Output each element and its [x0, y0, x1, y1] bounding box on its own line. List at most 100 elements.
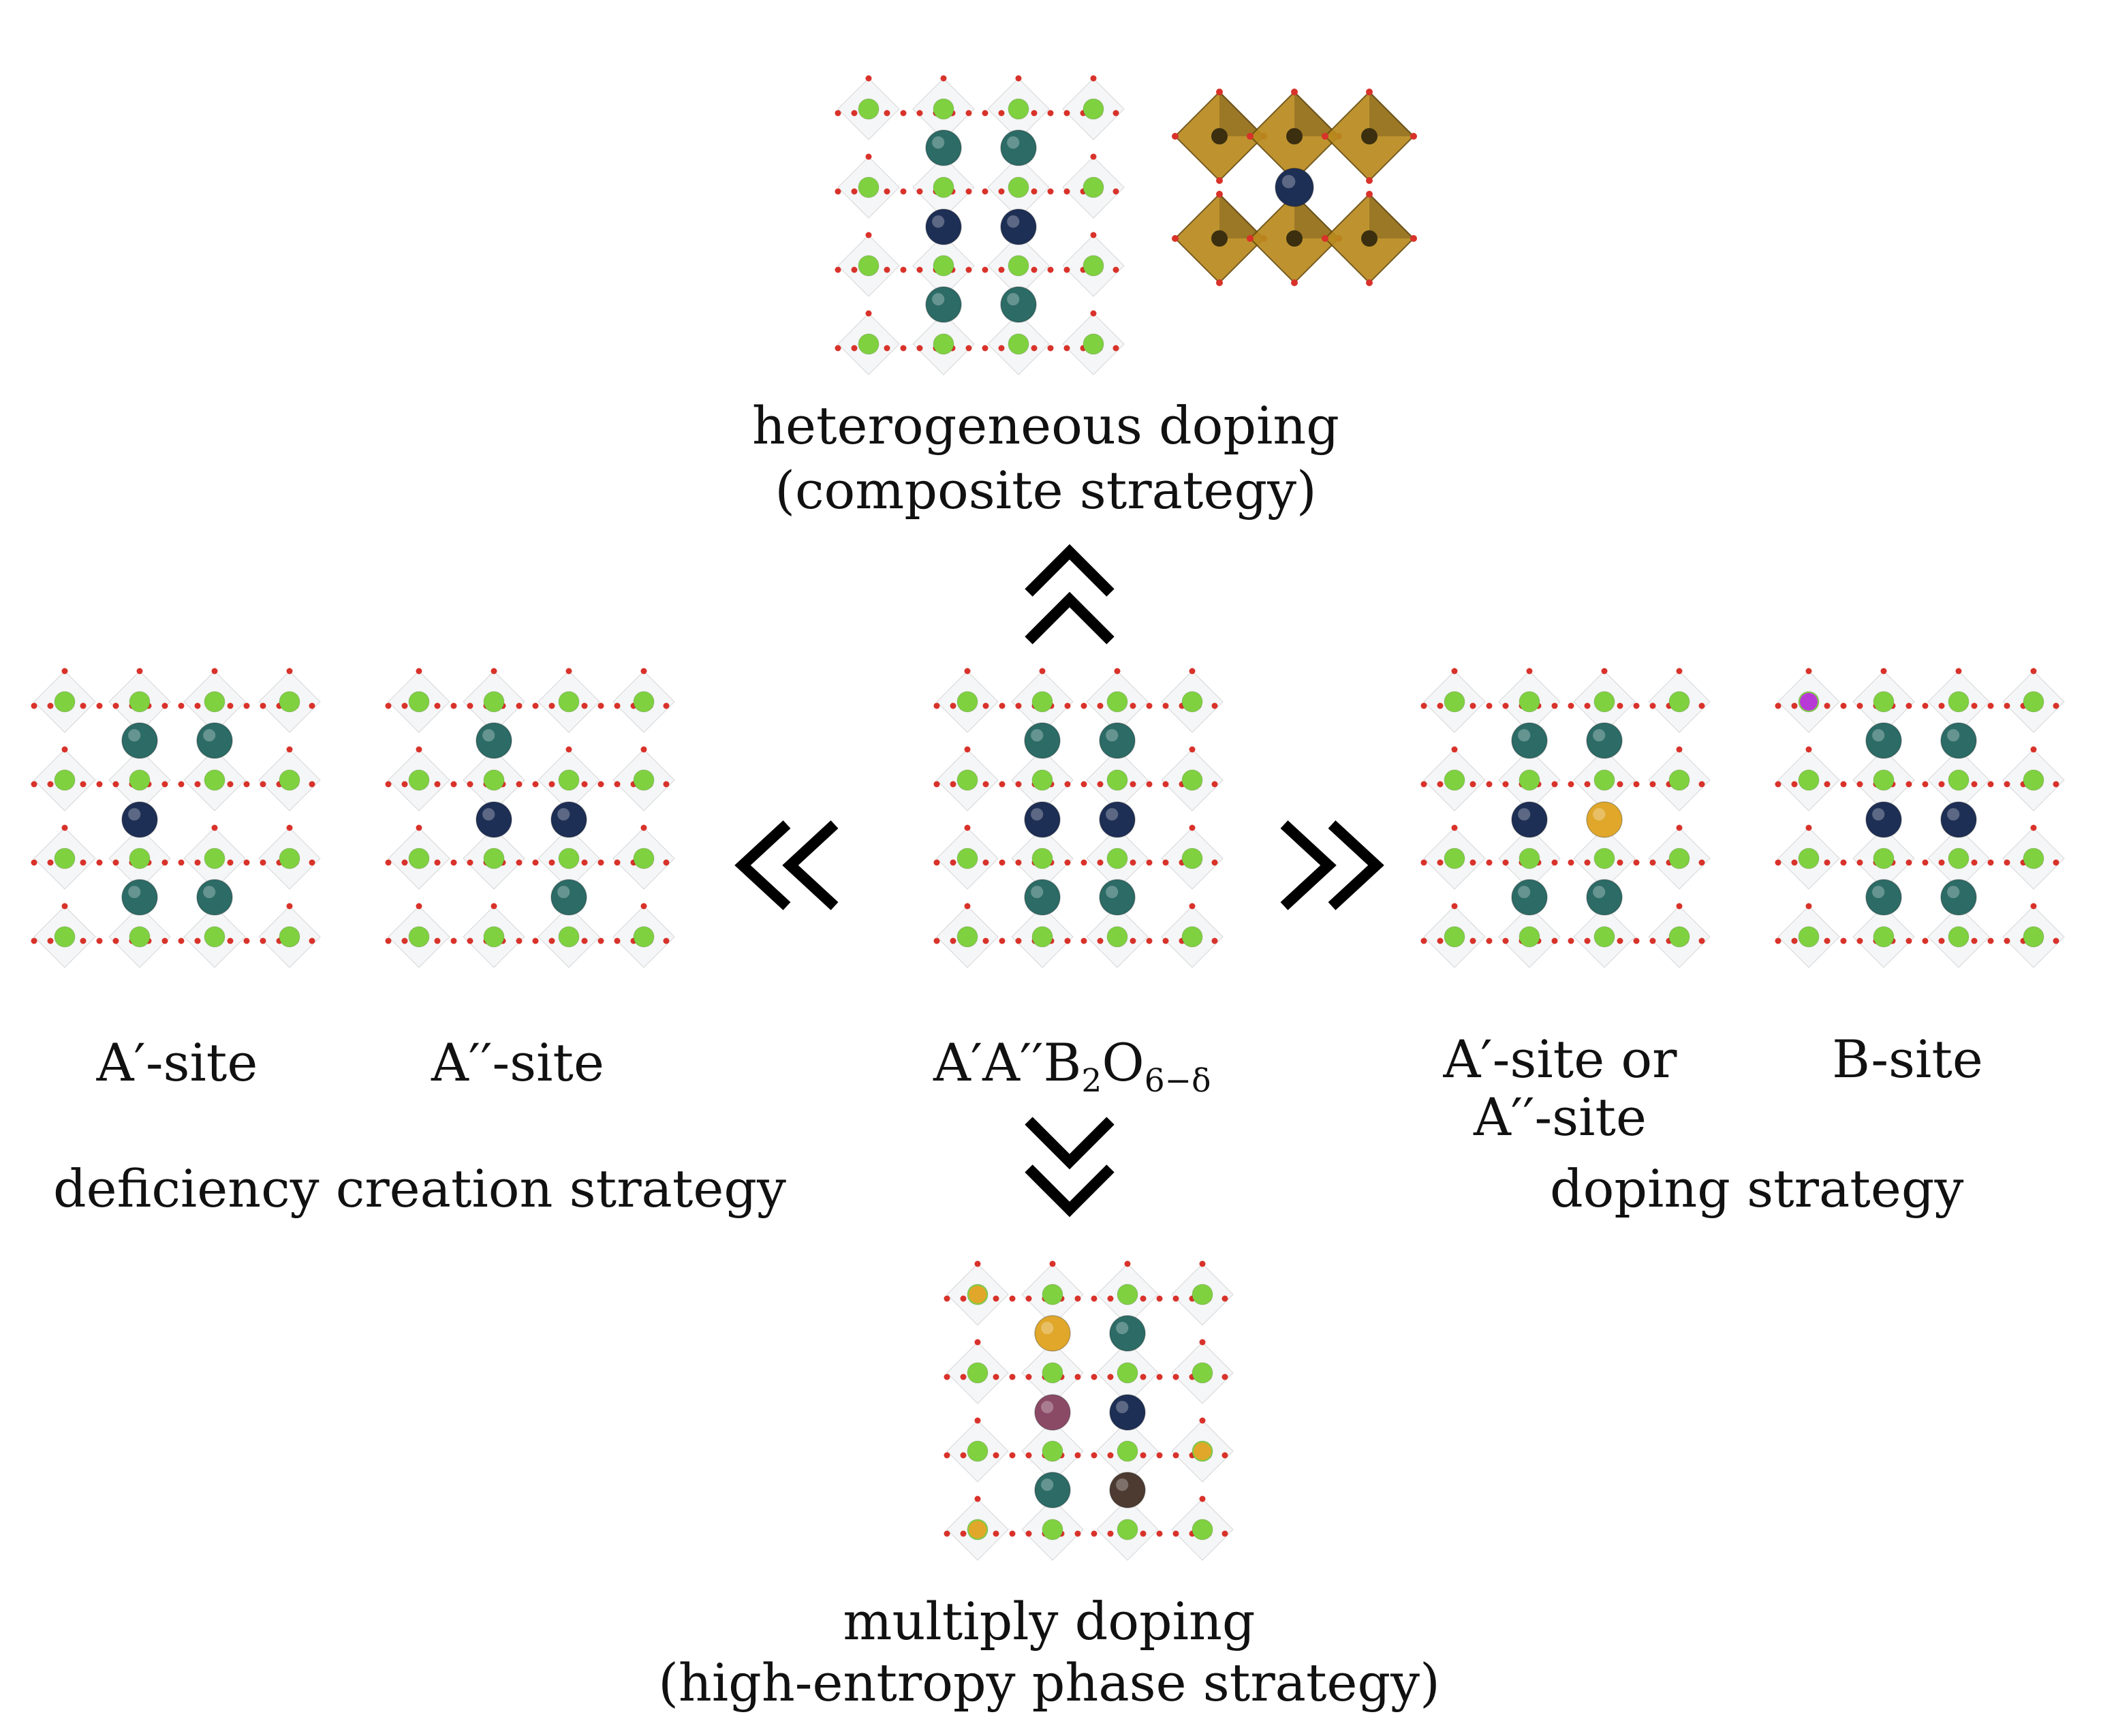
oxygen-atom	[1805, 903, 1812, 910]
oxygen-atom	[1189, 824, 1196, 831]
oxygen-atom	[227, 859, 234, 866]
oxygen-atom	[2030, 746, 2037, 753]
oxygen-atom	[1172, 235, 1179, 242]
b-site-atom	[1042, 1519, 1063, 1540]
oxygen-atom	[1568, 702, 1574, 709]
right-label-a-line2: A′′-site	[1474, 1087, 1647, 1147]
b-site-atom	[408, 926, 430, 948]
oxygen-atom	[1366, 279, 1373, 286]
top-title-line2: (composite strategy)	[775, 460, 1317, 521]
oxygen-atom	[614, 702, 621, 709]
a-site-atom	[1865, 879, 1902, 916]
oxygen-atom	[1172, 133, 1179, 140]
oxygen-atom	[581, 859, 588, 866]
b-site-atom	[1192, 1284, 1213, 1305]
oxygen-atom	[1064, 937, 1071, 944]
a-site-atom	[1099, 722, 1136, 759]
oxygen-atom	[1676, 746, 1683, 753]
oxygen-atom	[47, 859, 54, 866]
oxygen-atom	[900, 110, 907, 117]
a-site-atom	[1024, 801, 1061, 838]
oxygen-atom	[1469, 937, 1476, 944]
oxygen-atom	[964, 668, 971, 675]
oxygen-atom	[309, 937, 315, 944]
oxygen-atom	[1080, 859, 1087, 866]
oxygen-atom	[286, 668, 293, 675]
oxygen-atom	[998, 110, 1005, 117]
oxygen-atom	[1247, 235, 1254, 242]
oxygen-atom	[597, 702, 604, 709]
oxygen-atom	[1172, 1452, 1179, 1459]
oxygen-atom	[1437, 859, 1444, 866]
oxygen-atom	[1124, 1260, 1131, 1267]
structure-right-b	[1771, 654, 2071, 974]
oxygen-atom	[1633, 859, 1640, 866]
oxygen-atom	[1221, 1452, 1228, 1459]
b-site-atom	[279, 769, 300, 791]
oxygen-atom	[1775, 781, 1781, 788]
oxygen-atom	[1140, 1452, 1147, 1459]
oxygen-atom	[933, 859, 940, 866]
oxygen-atom	[1856, 859, 1863, 866]
structure-svg	[944, 1260, 1234, 1561]
a-site-atom	[196, 722, 233, 759]
oxygen-atom	[965, 188, 972, 195]
oxygen-atom	[1031, 188, 1038, 195]
oxygen-atom	[1156, 1374, 1163, 1380]
oxygen-atom	[31, 781, 37, 788]
oxygen-atom	[1880, 668, 1887, 675]
b-site-atom	[1031, 926, 1053, 948]
oxygen-atom	[309, 702, 315, 709]
oxygen-atom	[1074, 1452, 1081, 1459]
a-site-atom	[925, 129, 962, 166]
oxygen-atom	[1221, 1374, 1228, 1380]
oxygen-atom	[1063, 110, 1070, 117]
oxygen-atom	[998, 188, 1005, 195]
oxygen-atom	[2030, 903, 2037, 910]
oxygen-atom	[491, 668, 497, 675]
b-site-atom	[54, 926, 76, 948]
oxygen-atom	[1775, 702, 1781, 709]
a-site-atom	[1024, 722, 1061, 759]
b-site-atom	[633, 848, 655, 869]
a-site-atom	[925, 208, 962, 245]
oxygen-atom	[663, 859, 670, 866]
oxygen-atom	[900, 345, 907, 352]
oxygen-atom	[194, 937, 201, 944]
oxygen-atom	[31, 859, 37, 866]
oxygen-atom	[1162, 937, 1169, 944]
oxygen-atom	[1805, 746, 1812, 753]
oxygen-atom	[1080, 781, 1087, 788]
oxygen-atom	[1526, 668, 1533, 675]
oxygen-atom	[80, 702, 87, 709]
oxygen-atom	[416, 824, 422, 831]
oxygen-atom	[1146, 937, 1153, 944]
oxygen-atom	[960, 1530, 967, 1537]
oxygen-atom	[2004, 781, 2010, 788]
oxygen-atom	[835, 266, 841, 273]
b-site-atom	[956, 848, 978, 869]
oxygen-atom	[1162, 781, 1169, 788]
oxygen-atom	[1114, 668, 1121, 675]
oxygen-atom	[1025, 1295, 1032, 1302]
b-site-atom	[633, 691, 655, 713]
a-site-atom	[1000, 208, 1037, 245]
oxygen-atom	[865, 310, 872, 317]
oxygen-atom	[2053, 702, 2059, 709]
oxygen-atom	[1107, 1530, 1114, 1537]
oxygen-atom	[1112, 345, 1119, 352]
oxygen-atom	[1955, 668, 1962, 675]
oxygen-atom	[47, 702, 54, 709]
oxygen-atom	[916, 345, 923, 352]
oxygen-atom	[2053, 859, 2059, 866]
oxygen-atom	[581, 702, 588, 709]
oxygen-atom	[385, 702, 392, 709]
b-site-atom	[1593, 848, 1615, 869]
b-site-atom	[956, 691, 978, 713]
oxygen-atom	[450, 859, 457, 866]
oxygen-atom	[982, 345, 989, 352]
oxygen-atom	[112, 937, 119, 944]
oxygen-atom	[982, 188, 989, 195]
oxygen-atom	[998, 266, 1005, 273]
oxygen-atom	[401, 937, 408, 944]
